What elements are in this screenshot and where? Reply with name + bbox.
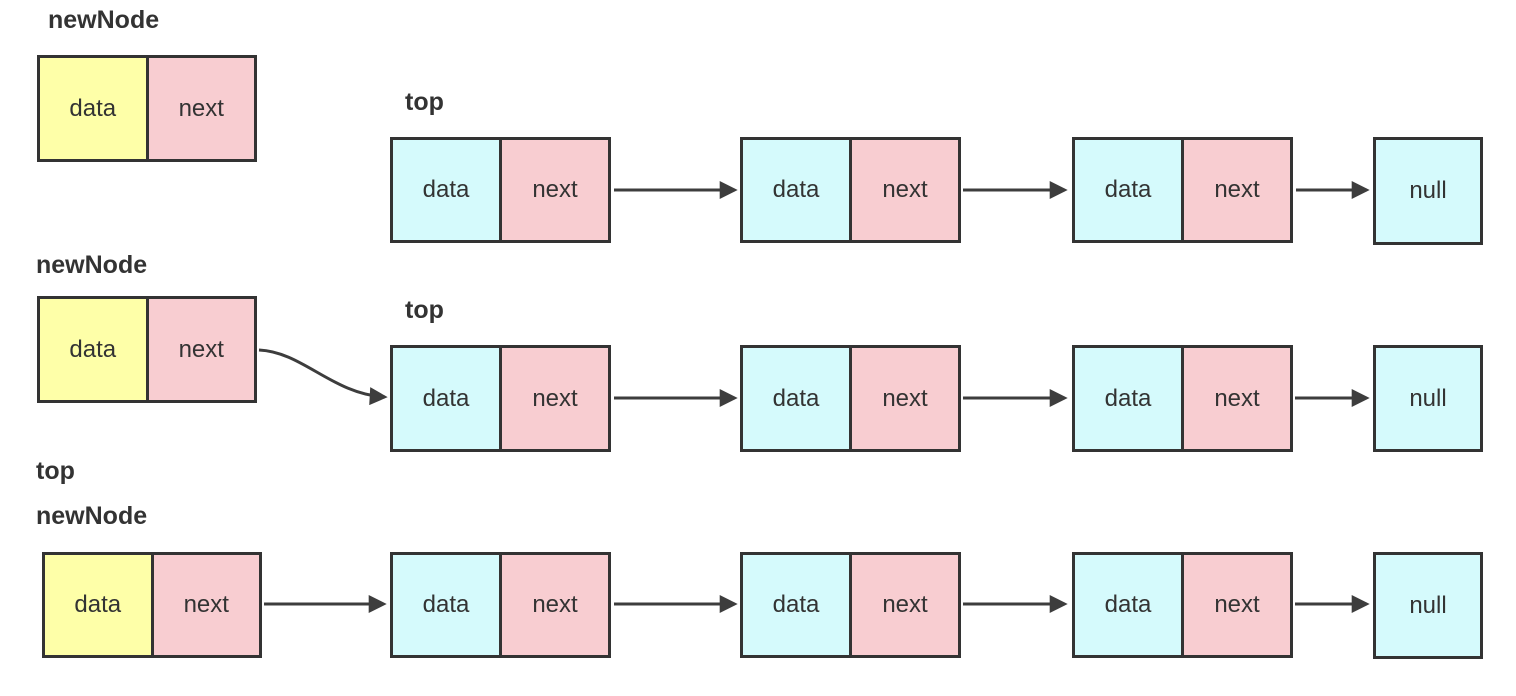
top-label: top [405,88,444,116]
data-cell: data [743,140,852,240]
list-node: data next [740,137,961,243]
data-cell: data [743,348,852,449]
null-cell: null [1376,555,1480,656]
null-cell: null [1376,140,1480,242]
next-cell: next [1184,348,1290,449]
next-cell: next [148,299,254,400]
new-node-next-pointer-arrow [258,348,388,406]
next-cell: next [502,140,608,240]
next-cell: next [1184,555,1290,655]
new-node: data next [37,55,257,162]
null-node: null [1373,137,1483,245]
data-cell: data [393,140,502,240]
top-label: top [405,296,444,324]
next-cell: next [852,555,958,655]
new-node: data next [37,296,257,403]
data-cell: data [393,348,502,449]
next-cell: next [852,348,958,449]
list-node: data next [1072,345,1293,452]
null-cell: null [1376,348,1480,449]
new-node-label: newNode [48,6,160,34]
data-cell: data [1075,140,1184,240]
data-cell: data [40,58,149,159]
data-cell: data [45,555,154,655]
list-node: data next [1072,552,1293,658]
next-cell: next [153,555,259,655]
next-cell: next [502,555,608,655]
data-cell: data [1075,348,1184,449]
next-cell: next [502,348,608,449]
data-cell: data [743,555,852,655]
new-node-label: newNode [36,502,148,530]
new-node: data next [42,552,262,658]
list-node: data next [1072,137,1293,243]
next-cell: next [1184,140,1290,240]
null-node: null [1373,552,1483,659]
list-node: data next [740,552,961,658]
data-cell: data [1075,555,1184,655]
data-cell: data [393,555,502,655]
list-node: data next [390,552,611,658]
data-cell: data [40,299,149,400]
new-node-label: newNode [36,251,148,279]
null-node: null [1373,345,1483,452]
list-node: data next [740,345,961,452]
next-cell: next [148,58,254,159]
top-label: top [36,457,75,485]
list-node: data next [390,345,611,452]
list-node: data next [390,137,611,243]
next-cell: next [852,140,958,240]
